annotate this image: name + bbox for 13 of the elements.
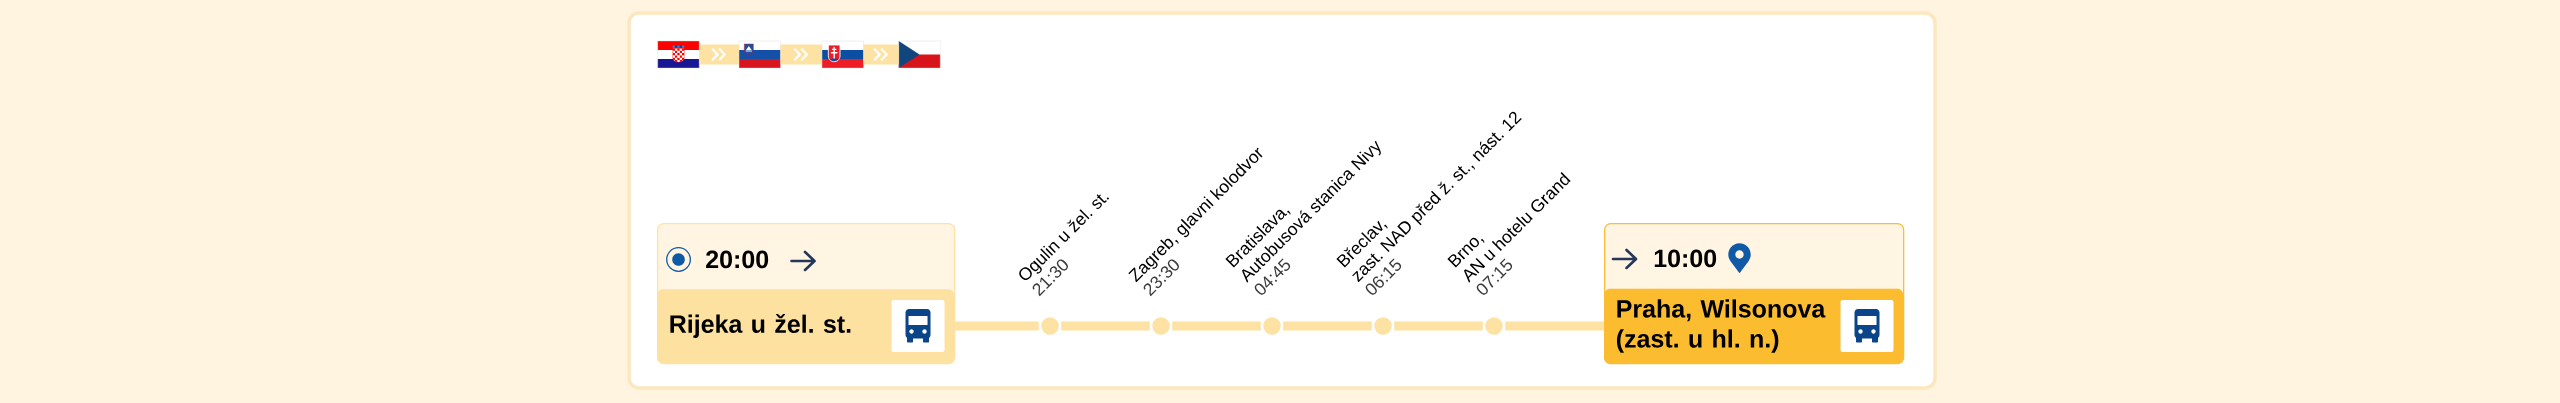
flag [738, 40, 781, 69]
chevron-connector [863, 44, 899, 65]
flag [821, 40, 864, 69]
flag [657, 40, 700, 69]
chevron-connector [780, 44, 822, 65]
route-line [1394, 321, 1483, 331]
route-line [1505, 321, 1604, 331]
route-line [1172, 321, 1261, 331]
flag [898, 40, 941, 69]
route-line [1283, 321, 1372, 331]
route-line [954, 321, 1039, 331]
route-line [1061, 321, 1150, 331]
chevron-connector [699, 44, 739, 65]
